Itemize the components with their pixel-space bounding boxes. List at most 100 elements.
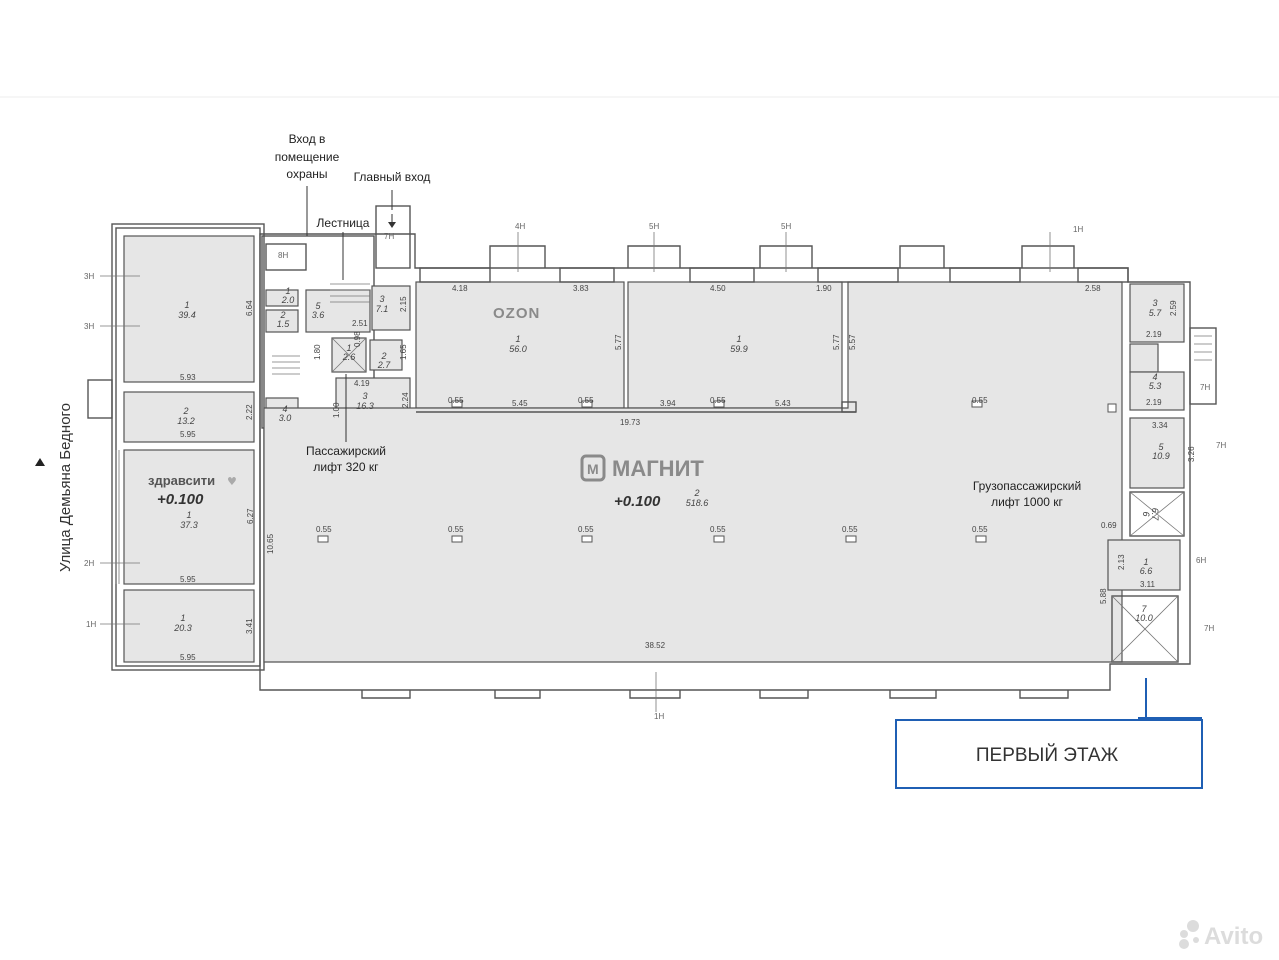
heart-icon: ♥ — [227, 475, 237, 488]
svg-text:0.55: 0.55 — [578, 396, 594, 405]
svg-text:3.11: 3.11 — [1140, 580, 1156, 589]
room-num: 7 — [1141, 604, 1147, 614]
room-num: 1 — [515, 334, 520, 344]
room-num: 1 — [186, 510, 191, 520]
room-area: 59.9 — [730, 344, 748, 354]
svg-text:5.95: 5.95 — [180, 653, 196, 662]
axis-labels: 3Н 3Н 2Н 1Н 4Н 5Н 5Н 1Н 7Н 8Н 7Н 7Н 6Н 7… — [84, 222, 1226, 721]
room-labels: 1 39.4 2 13.2 1 37.3 1 20.3 1 2.0 2 1.5 … — [173, 286, 1170, 633]
room-area: 3.0 — [279, 413, 292, 423]
svg-text:3.83: 3.83 — [573, 284, 589, 293]
svg-text:3Н: 3Н — [84, 322, 94, 331]
svg-text:М: М — [587, 461, 599, 477]
svg-text:10.65: 10.65 — [266, 533, 275, 554]
svg-text:2.51: 2.51 — [352, 319, 368, 328]
svg-text:Avito: Avito — [1204, 923, 1263, 950]
svg-text:0.98: 0.98 — [353, 331, 362, 347]
north-facade — [419, 245, 1129, 283]
room-area: 56.0 — [509, 344, 527, 354]
svg-text:5Н: 5Н — [649, 222, 659, 231]
room-num: 5 — [315, 301, 321, 311]
room-num: 1 — [346, 343, 351, 353]
svg-text:1Н: 1Н — [1073, 225, 1083, 234]
room-num: 4 — [282, 404, 287, 414]
east-rooms — [1107, 283, 1217, 663]
room-num: 2 — [693, 488, 699, 498]
svg-text:19.73: 19.73 — [620, 418, 641, 427]
svg-text:5.95: 5.95 — [180, 575, 196, 584]
room-area: 16.3 — [356, 401, 374, 411]
room-area: 10.0 — [1135, 613, 1153, 623]
svg-text:3.34: 3.34 — [1152, 421, 1168, 430]
svg-text:4.50: 4.50 — [710, 284, 726, 293]
room-num: 5 — [1158, 442, 1164, 452]
svg-text:1.00: 1.00 — [332, 402, 341, 418]
room-area: 7.1 — [376, 304, 389, 314]
room-num: 1 — [1143, 557, 1148, 567]
zdravcity-level: +0.100 — [157, 491, 204, 508]
svg-text:2.15: 2.15 — [399, 296, 408, 312]
room-area: 5.3 — [1149, 381, 1162, 391]
svg-text:5.57: 5.57 — [848, 334, 857, 350]
room-num: 3 — [362, 391, 367, 401]
svg-text:0.55: 0.55 — [448, 396, 464, 405]
svg-text:2.22: 2.22 — [245, 404, 254, 420]
svg-text:2.58: 2.58 — [1085, 284, 1101, 293]
room-num: 1 — [285, 286, 290, 296]
svg-text:0.55: 0.55 — [710, 525, 726, 534]
floor-title: ПЕРВЫЙ ЭТАЖ — [976, 744, 1119, 766]
svg-text:5Н: 5Н — [781, 222, 791, 231]
svg-text:МАГНИТ: МАГНИТ — [612, 456, 704, 481]
left-rooms — [115, 235, 255, 663]
svg-text:38.52: 38.52 — [645, 641, 666, 650]
svg-text:лифт 320 кг: лифт 320 кг — [313, 460, 379, 474]
svg-text:2Н: 2Н — [84, 559, 94, 568]
svg-text:3.26: 3.26 — [1187, 446, 1196, 462]
room-area: 518.6 — [686, 498, 709, 508]
svg-text:1.65: 1.65 — [399, 344, 408, 360]
svg-text:лифт 1000 кг: лифт 1000 кг — [991, 495, 1063, 509]
main-entrance — [375, 205, 411, 269]
svg-text:7Н: 7Н — [1204, 624, 1214, 633]
svg-text:5.45: 5.45 — [512, 399, 528, 408]
room-num: 3 — [379, 294, 384, 304]
tenant-brands: OZON М МАГНИТ +0.100 здравсити ♥ +0.100 — [148, 305, 704, 510]
svg-text:0.55: 0.55 — [448, 525, 464, 534]
svg-text:2.19: 2.19 — [1146, 330, 1162, 339]
svg-text:1.80: 1.80 — [313, 344, 322, 360]
room-num: 3 — [1152, 298, 1157, 308]
room-num: 2 — [279, 310, 285, 320]
ozon-logo: OZON — [493, 305, 540, 322]
magnit-logo: М МАГНИТ — [580, 454, 704, 482]
svg-text:4Н: 4Н — [515, 222, 525, 231]
street-label: Улица Демьяна Бедного — [57, 403, 74, 572]
room-num: 6 — [1141, 511, 1151, 516]
room-area: 1.5 — [277, 319, 291, 329]
svg-text:5.93: 5.93 — [180, 373, 196, 382]
room-area: 6.7 — [1150, 508, 1160, 522]
room-area: 37.3 — [180, 520, 198, 530]
room-area: 3.6 — [312, 310, 325, 320]
svg-text:0.55: 0.55 — [316, 525, 332, 534]
room-num: 1 — [184, 300, 189, 310]
svg-text:1Н: 1Н — [86, 620, 96, 629]
room-area: 20.3 — [173, 623, 192, 633]
floor-title-callout: ПЕРВЫЙ ЭТАЖ — [895, 678, 1203, 789]
svg-text:0.55: 0.55 — [972, 525, 988, 534]
room-num: 4 — [1152, 372, 1157, 382]
room-num: 2 — [380, 351, 386, 361]
svg-text:5.77: 5.77 — [832, 334, 841, 350]
svg-text:5.43: 5.43 — [775, 399, 791, 408]
svg-text:2.13: 2.13 — [1117, 554, 1126, 570]
svg-text:Лестница: Лестница — [317, 216, 370, 230]
svg-text:7Н: 7Н — [1200, 383, 1210, 392]
svg-text:0.55: 0.55 — [972, 396, 988, 405]
column-markers — [317, 400, 1117, 543]
retail-rooms — [263, 281, 1123, 663]
svg-text:3Н: 3Н — [84, 272, 94, 281]
street-arrow-icon — [35, 458, 45, 466]
svg-text:6.27: 6.27 — [246, 508, 255, 524]
svg-text:5.95: 5.95 — [180, 430, 196, 439]
svg-text:помещение: помещение — [275, 150, 340, 164]
